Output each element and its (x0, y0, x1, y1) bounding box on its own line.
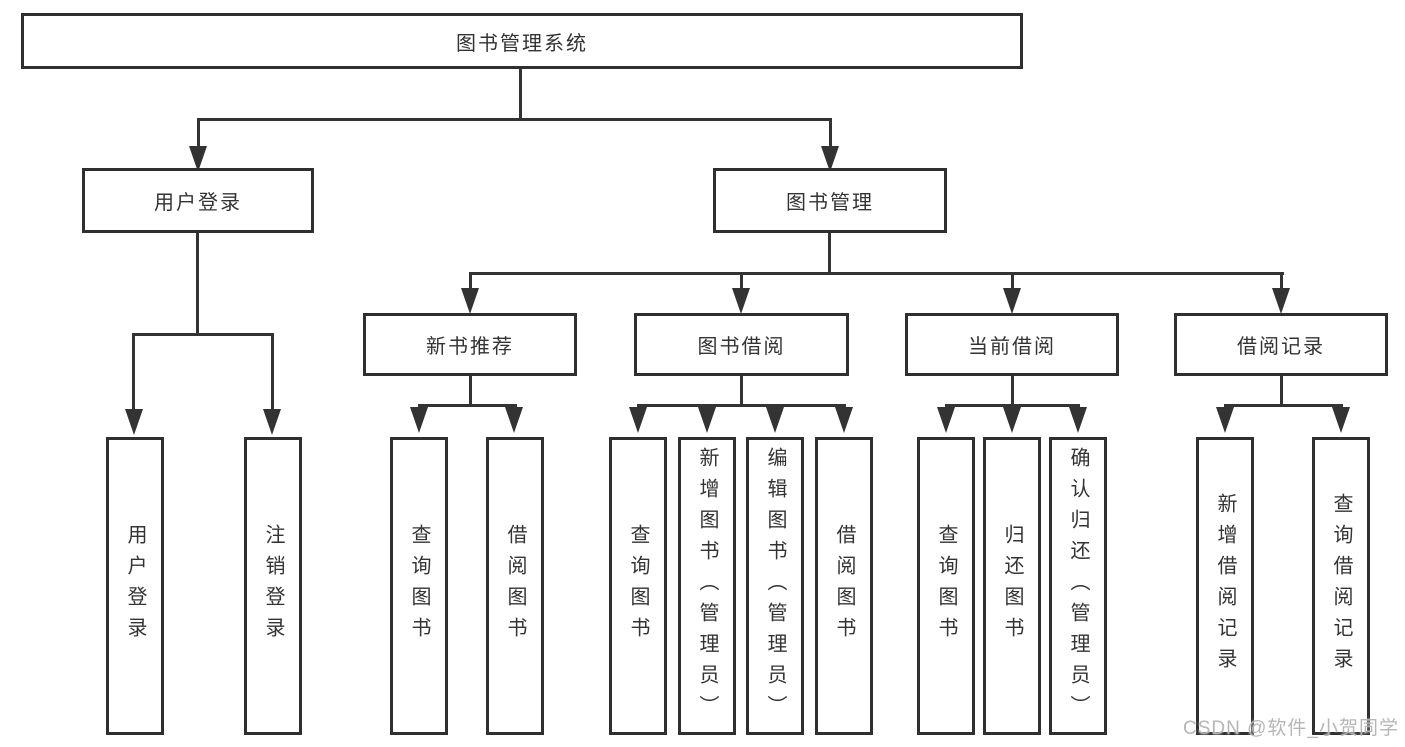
connector-records-stem (1280, 376, 1283, 406)
leaf-edit-books-admin-label: 编辑图书（管理员） (764, 446, 786, 726)
connector-current-stem (1011, 376, 1014, 406)
node-book-mgmt-label: 图书管理 (786, 192, 874, 214)
leaf-query-books-recommend-label: 查询图书 (408, 524, 430, 648)
connector-borrow-split (637, 404, 846, 407)
leaf-logout: 注销登录 (244, 437, 302, 735)
leaf-query-books-borrow-label: 查询图书 (627, 524, 649, 648)
arrow-down-icon (629, 407, 647, 433)
leaf-confirm-return-admin-label: 确认归还（管理员） (1067, 446, 1089, 726)
leaf-return-books-label: 归还图书 (1001, 524, 1023, 648)
leaf-user-login-label: 用户登录 (124, 524, 146, 648)
leaf-query-books-current: 查询图书 (917, 437, 975, 735)
arrow-down-icon (125, 409, 143, 435)
connector-drop-logout-leaf (271, 333, 274, 411)
leaf-query-books-current-label: 查询图书 (935, 524, 957, 648)
leaf-add-borrow-record: 新增借阅记录 (1196, 437, 1254, 735)
arrow-down-icon (189, 146, 207, 172)
leaf-query-borrow-record-label: 查询借阅记录 (1330, 493, 1352, 679)
connector-drop-user-login (197, 118, 200, 150)
leaf-borrow-books-recommend: 借阅图书 (486, 437, 544, 735)
node-user-login: 用户登录 (82, 168, 314, 233)
arrow-down-icon (1332, 407, 1350, 433)
connector-mgmt-stem (828, 233, 831, 275)
connector-records-split (1224, 404, 1343, 407)
connector-recommend-stem (469, 376, 472, 406)
connector-root-split (197, 118, 832, 121)
node-borrow-records: 借阅记录 (1174, 313, 1388, 376)
connector-root-stem (519, 68, 522, 121)
arrow-down-icon (1003, 407, 1021, 433)
node-root-label: 图书管理系统 (456, 32, 588, 55)
leaf-edit-books-admin: 编辑图书（管理员） (746, 437, 804, 735)
arrow-down-icon (835, 407, 853, 433)
arrow-down-icon (766, 407, 784, 433)
leaf-borrow-books-label: 借阅图书 (833, 524, 855, 648)
leaf-add-books-admin: 新增图书（管理员） (678, 437, 736, 735)
connector-drop-records (1280, 272, 1283, 290)
connector-user-split (132, 333, 274, 336)
leaf-add-borrow-record-label: 新增借阅记录 (1214, 493, 1236, 679)
arrow-down-icon (732, 288, 750, 314)
arrow-down-icon (1272, 288, 1290, 314)
leaf-borrow-books: 借阅图书 (815, 437, 873, 735)
connector-borrow-stem (740, 376, 743, 406)
arrow-down-icon (821, 146, 839, 172)
connector-mgmt-split (469, 272, 1284, 275)
watermark-text: CSDN @软件_小贺同学 (1183, 718, 1399, 739)
connector-drop-book-mgmt (829, 118, 832, 150)
leaf-borrow-books-recommend-label: 借阅图书 (504, 524, 526, 648)
arrow-down-icon (505, 407, 523, 433)
arrow-down-icon (263, 409, 281, 435)
node-borrow-records-label: 借阅记录 (1237, 336, 1325, 358)
node-book-borrow-label: 图书借阅 (697, 336, 786, 358)
connector-drop-recommend (469, 272, 472, 290)
connector-drop-borrow (740, 272, 743, 290)
arrow-down-icon (1069, 407, 1087, 433)
connector-user-stem (196, 233, 199, 336)
node-current-borrow-label: 当前借阅 (968, 336, 1056, 358)
node-new-book-recommend: 新书推荐 (363, 313, 577, 376)
arrow-down-icon (1003, 288, 1021, 314)
leaf-logout-label: 注销登录 (262, 524, 284, 648)
node-root: 图书管理系统 (21, 13, 1023, 69)
leaf-query-books-recommend: 查询图书 (390, 437, 448, 735)
leaf-return-books: 归还图书 (983, 437, 1041, 735)
connector-drop-login-leaf (132, 333, 135, 411)
connector-recommend-split (418, 404, 517, 407)
arrow-down-icon (410, 407, 428, 433)
node-current-borrow: 当前借阅 (905, 313, 1119, 376)
node-new-book-recommend-label: 新书推荐 (426, 336, 514, 358)
node-book-borrow: 图书借阅 (634, 313, 849, 376)
arrow-down-icon (698, 407, 716, 433)
node-user-login-label: 用户登录 (154, 192, 242, 214)
arrow-down-icon (937, 407, 955, 433)
leaf-confirm-return-admin: 确认归还（管理员） (1049, 437, 1107, 735)
leaf-query-borrow-record: 查询借阅记录 (1312, 437, 1370, 735)
arrow-down-icon (1216, 407, 1234, 433)
connector-current-split (945, 404, 1080, 407)
leaf-query-books-borrow: 查询图书 (609, 437, 667, 735)
node-book-mgmt: 图书管理 (713, 168, 947, 233)
leaf-add-books-admin-label: 新增图书（管理员） (696, 446, 718, 726)
leaf-user-login: 用户登录 (106, 437, 164, 735)
arrow-down-icon (461, 288, 479, 314)
connector-drop-current (1011, 272, 1014, 290)
